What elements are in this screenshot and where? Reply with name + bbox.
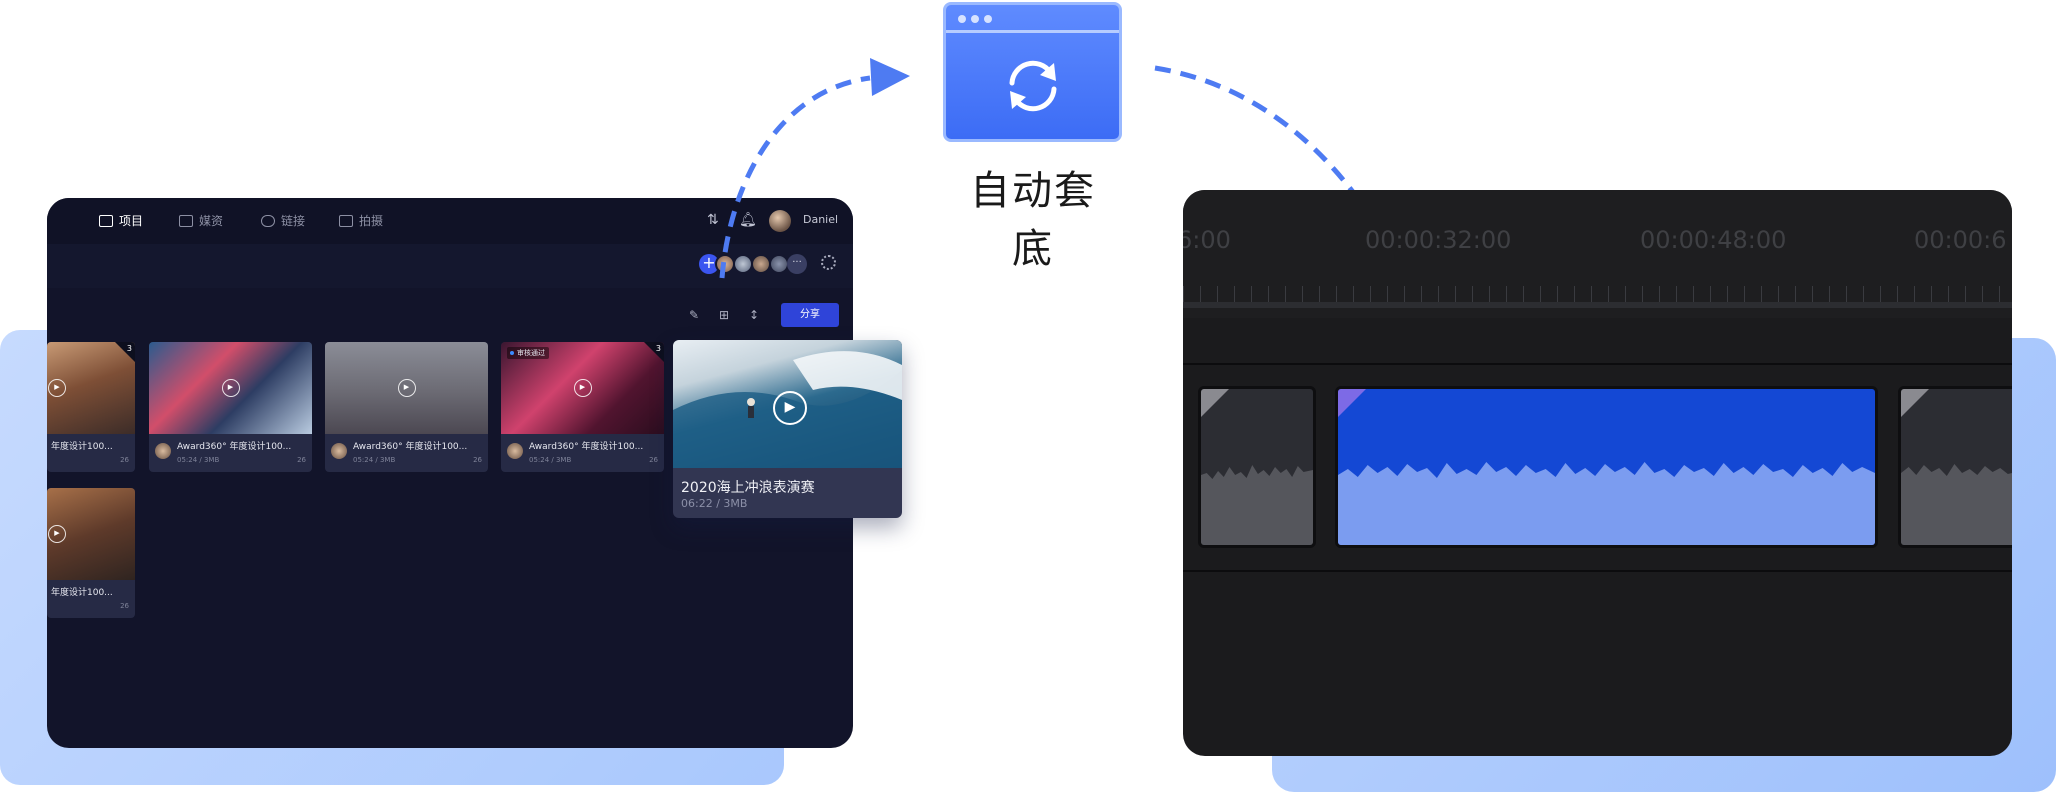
user-avatar[interactable] xyxy=(769,210,791,232)
window-dot xyxy=(971,15,979,23)
media-card[interactable]: ▶ 年度设计100... 26 xyxy=(47,488,135,618)
featured-meta: 06:22 / 3MB xyxy=(681,497,748,510)
featured-title: 2020海上冲浪表演赛 xyxy=(681,480,815,496)
media-icon xyxy=(179,214,193,227)
card-title: Award360° 年度设计100... xyxy=(529,442,644,452)
audio-waveform xyxy=(1338,462,1875,545)
card-title: Award360° 年度设计100... xyxy=(353,442,468,452)
timecode-label: 00:00:48:00 xyxy=(1640,226,1787,254)
ruler-baseline xyxy=(1183,302,2012,308)
gear-icon[interactable] xyxy=(821,255,836,270)
add-member-button[interactable]: + xyxy=(699,254,719,274)
timecode-label: 6:00 xyxy=(1183,226,1231,254)
play-icon[interactable]: ▶ xyxy=(48,379,66,397)
play-icon[interactable]: ▶ xyxy=(573,379,592,397)
window-dot xyxy=(984,15,992,23)
card-meta: 05:24 / 3MB xyxy=(353,456,396,464)
comment-count: 26 xyxy=(649,456,658,464)
featured-media-card[interactable]: ▶ 2020海上冲浪表演赛 06:22 / 3MB xyxy=(673,340,902,518)
nav-item-shoot[interactable]: 拍摄 xyxy=(339,212,383,229)
media-card[interactable]: ▶ Award360° 年度设计100... 05:24 / 3MB 26 xyxy=(149,342,312,472)
user-name[interactable]: Daniel xyxy=(803,213,839,226)
share-button[interactable]: 分享 xyxy=(781,303,839,327)
comment-count: 26 xyxy=(473,456,482,464)
member-avatar[interactable] xyxy=(751,254,771,274)
edit-icon[interactable]: ✎ xyxy=(688,308,700,322)
auto-sync-icon xyxy=(943,2,1122,142)
nav-label-project: 项目 xyxy=(119,214,144,228)
media-card[interactable]: ▶ 3 年度设计100... 26 xyxy=(47,342,135,472)
comment-count: 26 xyxy=(120,602,129,610)
camera-icon xyxy=(339,214,353,227)
track-divider xyxy=(1183,570,2012,572)
clip-marker xyxy=(1338,389,1366,417)
timecode-label: 00:00:6 xyxy=(1914,226,2007,254)
version-count: 3 xyxy=(126,344,132,353)
sort-icon[interactable]: ↕ xyxy=(748,308,760,322)
nav-item-project[interactable]: 项目 xyxy=(99,212,143,229)
timeline-clip[interactable] xyxy=(1898,386,2012,548)
more-members-button[interactable]: ··· xyxy=(787,254,807,274)
nav-label-media: 媒资 xyxy=(199,214,224,228)
play-icon[interactable]: ▶ xyxy=(221,379,240,397)
timeline-editor-window: 6:00 00:00:32:00 00:00:48:00 00:00:6 xyxy=(1183,190,2012,756)
audio-waveform xyxy=(1901,464,2012,545)
play-icon[interactable]: ▶ xyxy=(773,391,807,425)
track-divider xyxy=(1183,363,2012,365)
transfer-icon[interactable]: ⇅ xyxy=(707,212,719,228)
timeline-clip-selected[interactable] xyxy=(1335,386,1878,548)
status-dot xyxy=(510,351,514,355)
audio-waveform xyxy=(1201,465,1313,545)
window-dot xyxy=(958,15,966,23)
corner-flag xyxy=(644,342,664,362)
nav-label-link: 链接 xyxy=(281,214,306,228)
comment-count: 26 xyxy=(120,456,129,464)
member-avatar[interactable] xyxy=(769,254,789,274)
card-meta: 05:24 / 3MB xyxy=(177,456,220,464)
clip-marker xyxy=(1901,389,1929,417)
timeline-clip[interactable] xyxy=(1198,386,1316,548)
top-nav-bar: 项目 媒资 链接 拍摄 ⇅ 🔔︎ Daniel xyxy=(47,198,853,244)
card-title: Award360° 年度设计100... xyxy=(177,442,292,452)
feature-label: 自动套底 xyxy=(970,168,1096,272)
corner-flag xyxy=(115,342,135,362)
card-meta: 05:24 / 3MB xyxy=(529,456,572,464)
owner-avatar xyxy=(155,443,171,459)
browser-titlebar xyxy=(946,5,1119,33)
timecode-label: 00:00:32:00 xyxy=(1365,226,1512,254)
comment-count: 26 xyxy=(297,456,306,464)
play-icon[interactable]: ▶ xyxy=(397,379,416,397)
status-badge: 审核通过 xyxy=(507,347,549,359)
folder-icon xyxy=(99,214,113,227)
card-title: 年度设计100... xyxy=(51,588,113,598)
status-label: 审核通过 xyxy=(517,349,545,357)
nav-label-shoot: 拍摄 xyxy=(359,214,384,228)
media-card[interactable]: ▶ Award360° 年度设计100... 05:24 / 3MB 26 xyxy=(325,342,488,472)
nav-item-link[interactable]: 链接 xyxy=(261,212,305,229)
link-icon xyxy=(261,214,275,227)
bell-icon[interactable]: 🔔︎ xyxy=(739,212,757,228)
new-folder-icon[interactable]: ⊞ xyxy=(718,308,730,322)
timeline-ruler[interactable]: 6:00 00:00:32:00 00:00:48:00 00:00:6 xyxy=(1183,190,2012,318)
member-avatar[interactable] xyxy=(733,254,753,274)
ruler-ticks xyxy=(1183,286,2012,302)
media-card[interactable]: 审核通过 3 ▶ Award360° 年度设计100... 05:24 / 3M… xyxy=(501,342,664,472)
play-icon[interactable]: ▶ xyxy=(48,525,66,543)
clip-marker xyxy=(1201,389,1229,417)
member-avatar[interactable] xyxy=(715,254,735,274)
nav-item-media[interactable]: 媒资 xyxy=(179,212,223,229)
owner-avatar xyxy=(331,443,347,459)
refresh-icon xyxy=(1009,60,1057,112)
version-count: 3 xyxy=(655,344,661,353)
arrowhead-left xyxy=(870,58,910,96)
card-title: 年度设计100... xyxy=(51,442,113,452)
owner-avatar xyxy=(507,443,523,459)
